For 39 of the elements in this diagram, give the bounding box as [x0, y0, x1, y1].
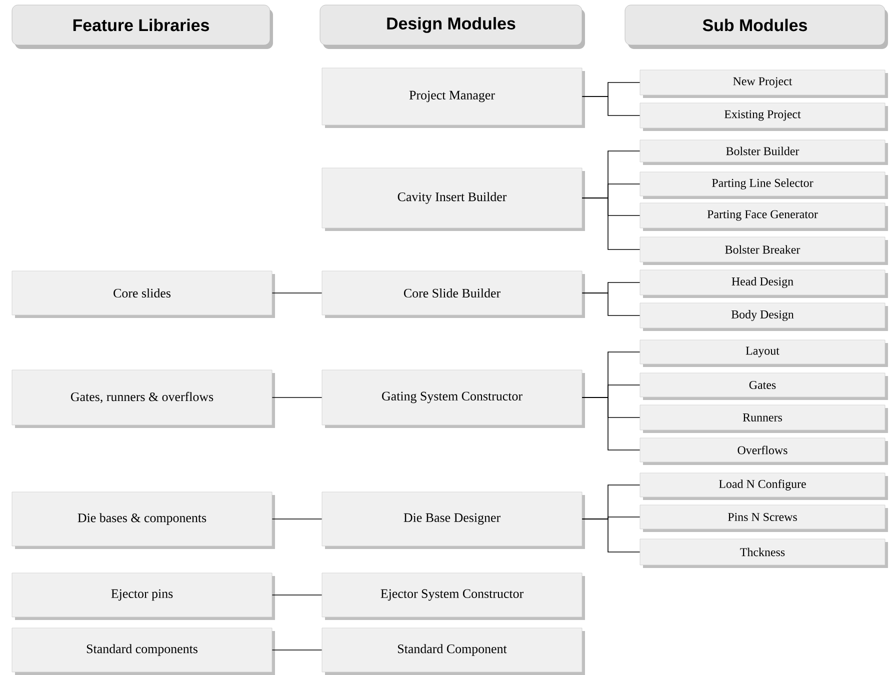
- connector-line: [582, 96, 640, 116]
- header-box: Sub Modules: [624, 4, 888, 49]
- connector-line: [272, 594, 322, 596]
- submodule-box: Gates: [640, 372, 888, 400]
- connector-line: [272, 397, 322, 398]
- module-box: Standard components: [12, 628, 275, 675]
- module-box: Gates, runners & overflows: [12, 370, 275, 428]
- module-box: Core slides: [12, 270, 275, 318]
- module-box: Project Manager: [322, 68, 585, 128]
- module-box: Core Slide Builder: [322, 270, 585, 318]
- submodule-box: Thckness: [640, 538, 888, 568]
- submodule-box: Head Design: [640, 270, 888, 298]
- submodule-box: Layout: [640, 340, 888, 367]
- submodule-box: Body Design: [640, 302, 888, 331]
- module-box: Cavity Insert Builder: [322, 168, 585, 231]
- connector-line: [582, 518, 640, 552]
- submodule-box: Parting Line Selector: [640, 172, 888, 199]
- connector-line: [272, 292, 322, 294]
- module-box: Ejector pins: [12, 572, 275, 620]
- submodule-box: Existing Project: [640, 102, 888, 131]
- header-box: Design Modules: [320, 4, 585, 49]
- submodule-box: Load N Configure: [640, 472, 888, 500]
- submodule-box: Runners: [640, 404, 888, 433]
- submodule-box: Bolster Breaker: [640, 236, 888, 265]
- module-box: Gating System Constructor: [322, 370, 585, 428]
- submodule-box: Parting Face Generator: [640, 202, 888, 231]
- connector-line: [582, 198, 640, 250]
- module-box: Ejector System Constructor: [322, 572, 585, 620]
- submodule-box: Pins N Screws: [640, 504, 888, 532]
- connector-line: [582, 397, 640, 450]
- module-box: Standard Component: [322, 628, 585, 675]
- submodule-box: Overflows: [640, 438, 888, 465]
- module-box: Die bases & components: [12, 492, 275, 549]
- connector-line: [272, 518, 322, 520]
- connector-line: [582, 292, 640, 316]
- module-box: Die Base Designer: [322, 492, 585, 549]
- header-box: Feature Libraries: [12, 4, 273, 49]
- submodule-box: Bolster Builder: [640, 140, 888, 165]
- submodule-box: New Project: [640, 70, 888, 98]
